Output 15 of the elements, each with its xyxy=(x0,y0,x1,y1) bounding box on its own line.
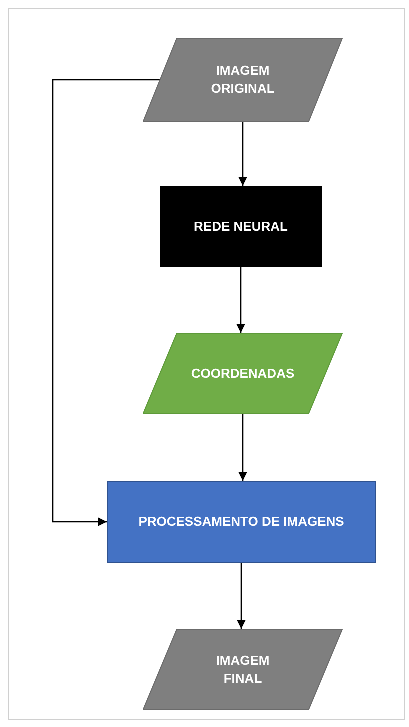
node-label: IMAGEM FINAL xyxy=(215,652,271,688)
node-label: PROCESSAMENTO DE IMAGENS xyxy=(138,513,344,531)
arrow xyxy=(236,563,246,629)
input-output-parallelogram xyxy=(143,333,343,414)
process-box xyxy=(160,186,322,267)
arrow xyxy=(238,414,248,481)
node-label: IMAGEM ORIGINAL xyxy=(210,62,276,98)
input-output-parallelogram xyxy=(143,629,343,710)
node-label: COORDENADAS xyxy=(191,364,295,382)
process-box xyxy=(107,481,376,563)
arrow xyxy=(52,79,160,527)
input-output-parallelogram xyxy=(143,38,343,122)
arrow xyxy=(236,267,246,333)
arrow xyxy=(238,122,248,186)
node-label: REDE NEURAL xyxy=(194,218,288,236)
